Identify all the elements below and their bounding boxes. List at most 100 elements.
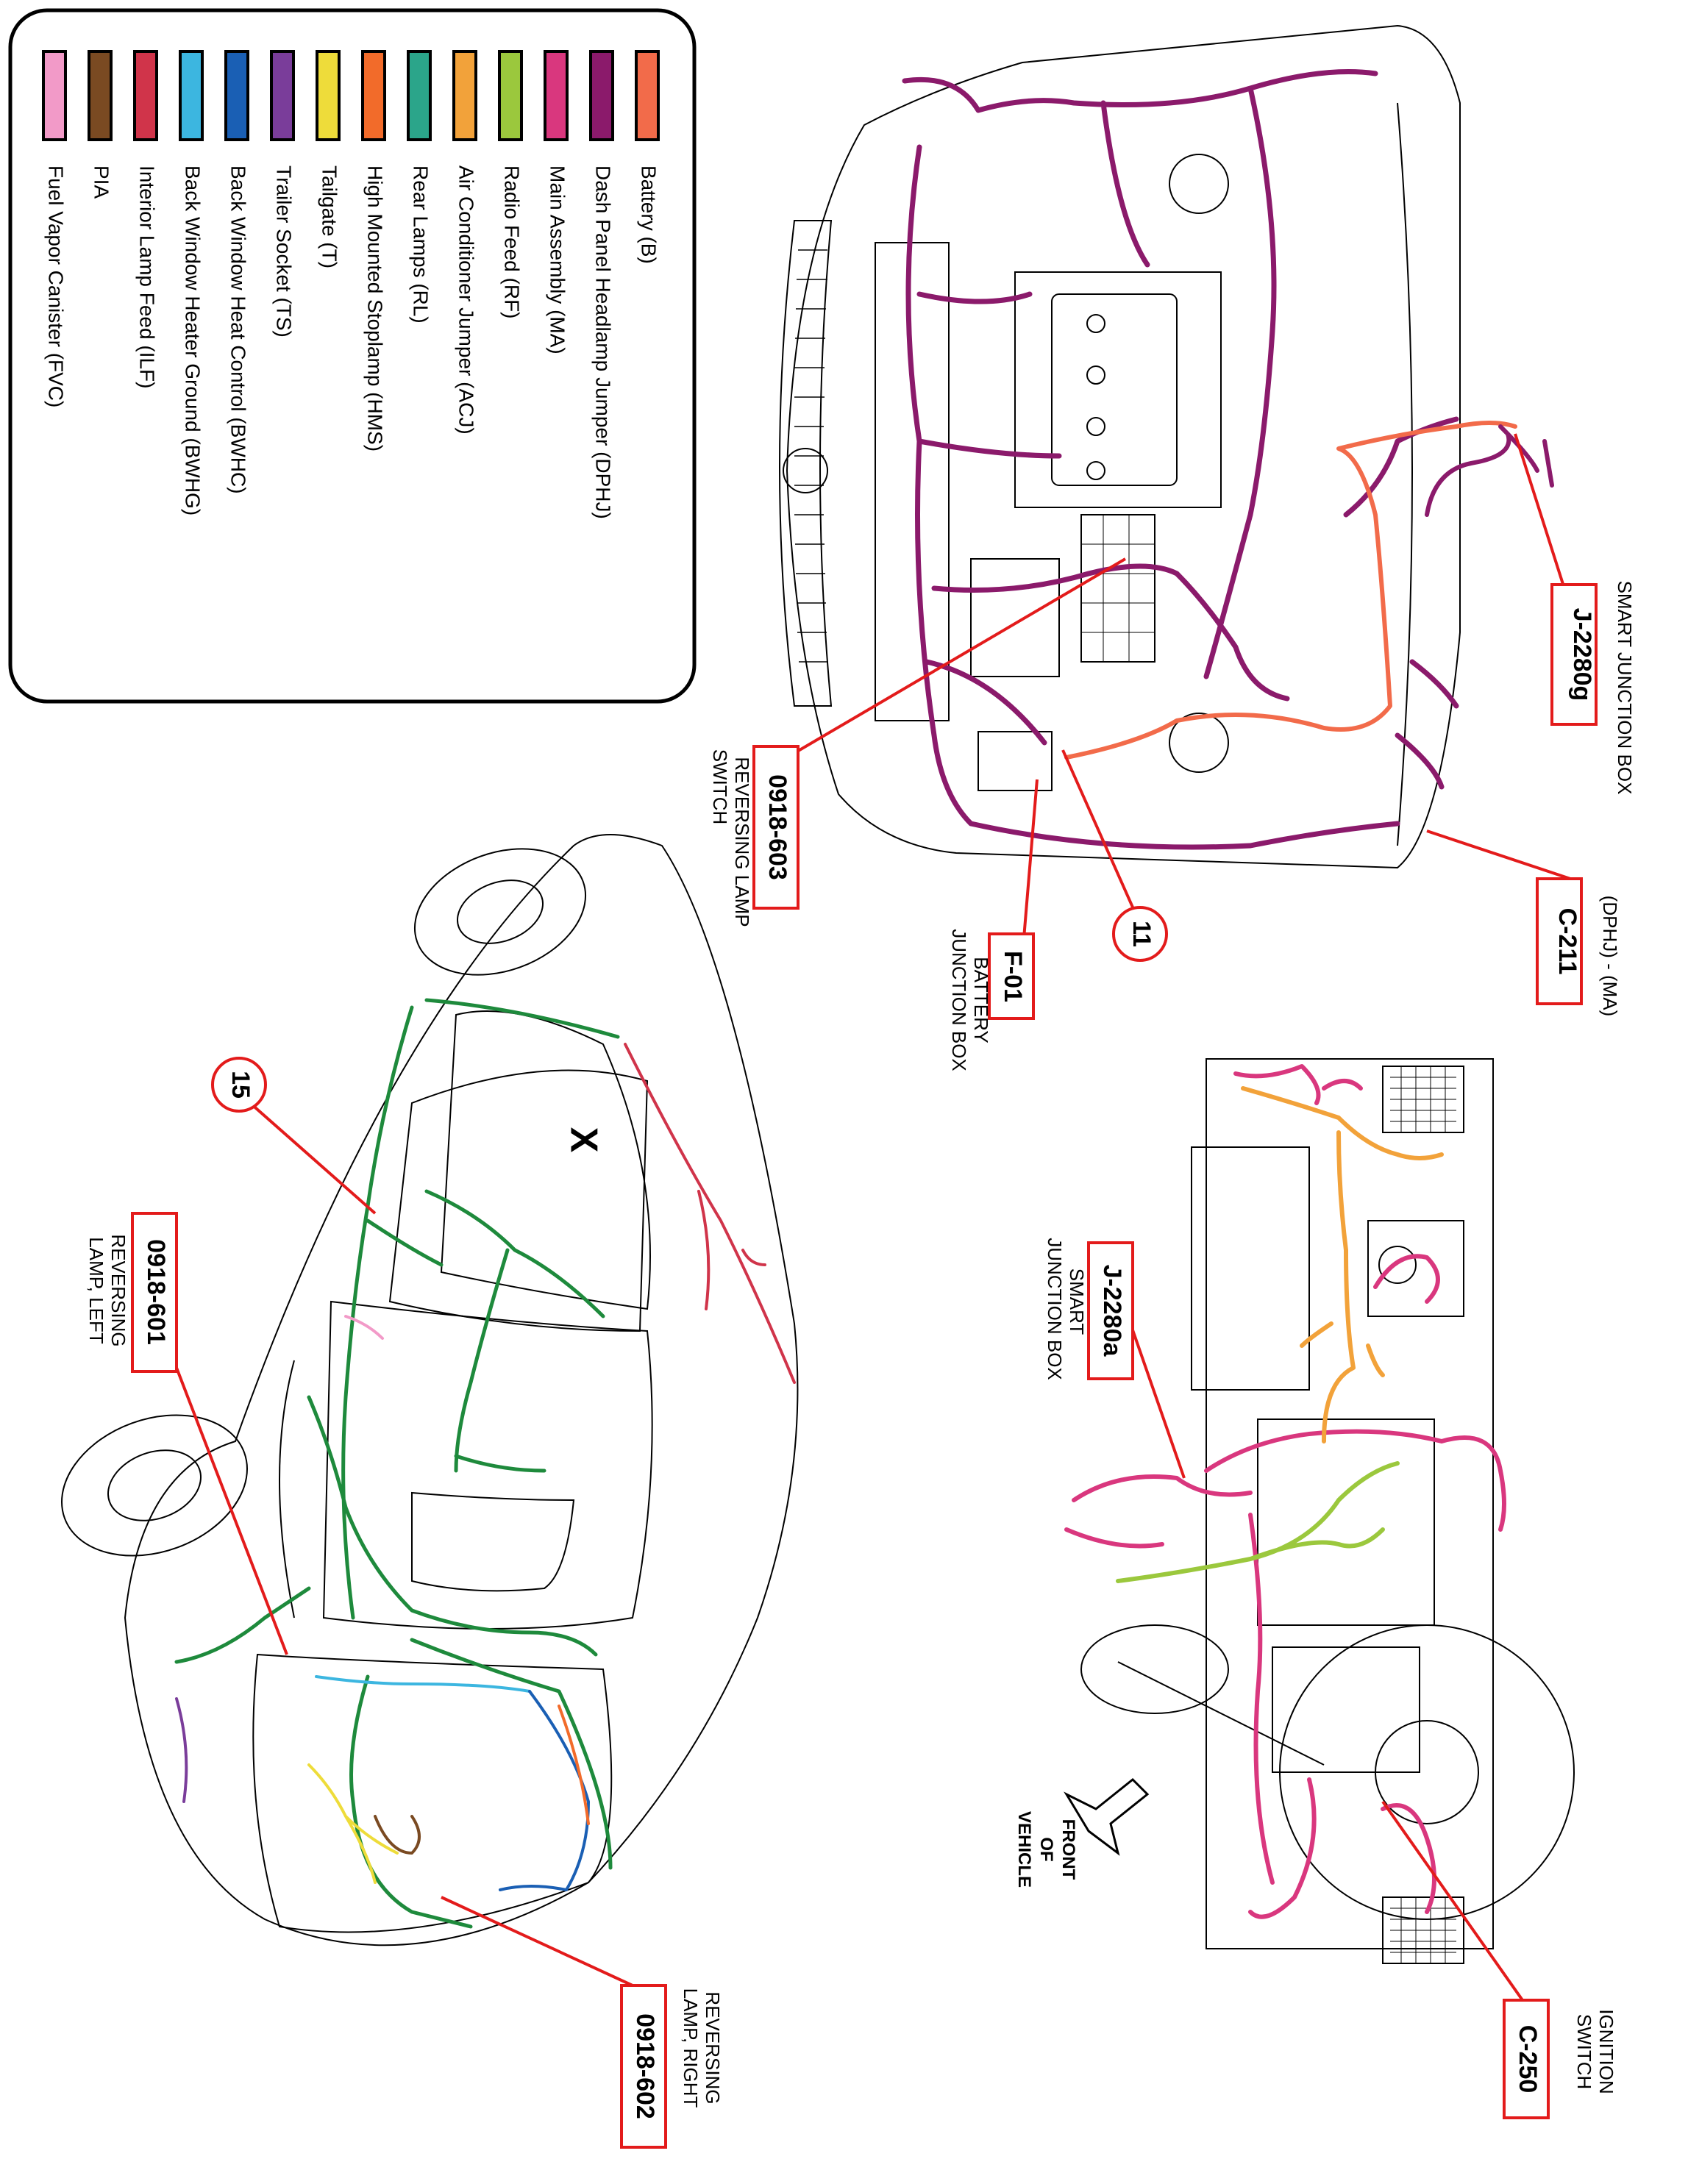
legend-items: Battery (B)Dash Panel Headlamp Jumper (D…: [42, 50, 660, 519]
legend-label: Interior Lamp Feed (ILF): [136, 165, 159, 388]
legend-label: Air Conditioner Jumper (ACJ): [455, 165, 478, 435]
truck-cab-view: [61, 834, 799, 1946]
legend-swatch: [316, 50, 341, 141]
truck-harness: [174, 998, 796, 1929]
dash-panel-outline: [1206, 1058, 1494, 1949]
callout-code: 0918-602: [631, 2013, 659, 2119]
leader-line: [1426, 829, 1582, 884]
legend-swatch: [452, 50, 477, 141]
callout-box: [1503, 1999, 1550, 2119]
harness-rear-lamps: [174, 998, 620, 1929]
battery-junction-box: [977, 731, 1053, 791]
harness-dphj-branch: [1425, 424, 1554, 517]
engine-cover: [1051, 293, 1178, 486]
callouts: J-2280g SMART JUNCTION BOX C-211 (DPHJ) …: [85, 433, 1636, 2149]
callout-j2280g: J-2280g SMART JUNCTION BOX: [1514, 433, 1636, 794]
harness-trailer: [175, 1697, 188, 1803]
legend-label: Tailgate (T): [318, 165, 341, 268]
callout-circle: [211, 1057, 267, 1113]
harness-hms: [558, 1705, 590, 1825]
callout-code: C-211: [1553, 908, 1581, 975]
harness-pia: [374, 1815, 421, 1855]
harness-ma: [1064, 1064, 1506, 1919]
leader-line: [1124, 1308, 1186, 1479]
harness-fvc: [344, 1315, 384, 1340]
legend-swatch: [361, 50, 386, 141]
callout-box: [131, 1212, 178, 1373]
engine-bay-outline: [786, 24, 1461, 869]
callout-desc: (DPHJ) - (MA): [1599, 896, 1621, 1017]
callout-desc-line2: LAMP, RIGHT: [680, 1988, 702, 2108]
engine-bay-harness: [902, 69, 1554, 850]
legend-swatch: [42, 50, 67, 141]
callout-box: [1550, 583, 1598, 726]
callout-box: [1087, 1241, 1134, 1380]
callout-0918-603: 0918-603 REVERSING LAMP SWITCH: [709, 557, 1127, 927]
legend-swatch: [88, 50, 113, 141]
engine-cap: [1086, 417, 1105, 436]
legend-label: Fuel Vapor Canister (FVC): [45, 165, 68, 407]
vent-upper: [1382, 1066, 1464, 1133]
legend-label: Radio Feed (RF): [501, 165, 524, 319]
radio-knob: [1378, 1246, 1417, 1284]
front-arrow-icon: [1064, 1777, 1150, 1856]
vent-grid-lower: [1390, 1897, 1456, 1963]
callout-desc-line2: LAMP, LEFT: [85, 1237, 107, 1344]
dash-harness: [1064, 1064, 1506, 1919]
callout-desc-line1: SMART: [1066, 1268, 1088, 1335]
callout-box: [988, 932, 1035, 1020]
leader-line: [249, 1102, 377, 1215]
grille-outline: [779, 220, 833, 707]
rear-window: [411, 1491, 575, 1592]
fuse-box: [1080, 514, 1155, 663]
fender-line: [1397, 102, 1413, 846]
badge-icon: [783, 448, 828, 493]
steering-column: [1117, 1661, 1325, 1766]
harness-rf: [1116, 1461, 1400, 1583]
legend-swatch: [179, 50, 204, 141]
callout-desc-line1: BATTERY: [970, 957, 992, 1043]
callout-code: J-2280g: [1568, 608, 1596, 702]
callout-desc-line1: REVERSING: [107, 1234, 129, 1346]
legend-swatch: [498, 50, 523, 141]
grille-slats: [794, 249, 828, 663]
harness-bwhc: [499, 1690, 590, 1891]
rear-wheel-inner: [107, 1449, 202, 1521]
dash-panel-view: [1080, 1058, 1575, 1964]
legend-label: Back Window Heat Control (BWHC): [227, 165, 250, 494]
harness-acj: [1241, 1086, 1444, 1443]
callout-code: F-01: [999, 951, 1027, 1002]
legend-frame: [8, 8, 697, 704]
vent-lower: [1382, 1896, 1464, 1964]
legend-swatch: [270, 50, 295, 141]
legend-swatch: [589, 50, 614, 141]
legend: Battery (B)Dash Panel Headlamp Jumper (D…: [8, 8, 697, 704]
bed-outline: [252, 1653, 613, 1933]
leader-line: [441, 1896, 633, 1987]
front-wheel: [413, 848, 587, 976]
callout-desc-line2: SWITCH: [1573, 2014, 1595, 2090]
front-label-line2: OF: [1036, 1837, 1056, 1861]
callout-0918-601: 0918-601 REVERSING LAMP, LEFT: [85, 1212, 288, 1655]
leader-line: [1514, 433, 1568, 596]
callout-c250: C-250 IGNITION SWITCH: [1381, 1800, 1617, 2119]
harness-battery: [1064, 421, 1517, 760]
callout-circle: [1112, 906, 1168, 962]
front-of-vehicle-indicator: FRONT OF VEHICLE: [1014, 1777, 1150, 1888]
callout-15: 15: [211, 1057, 377, 1215]
leader-line: [1381, 1800, 1524, 2002]
callout-desc-line2: SWITCH: [709, 749, 731, 825]
callout-code: 11: [1128, 921, 1155, 947]
callout-desc-line2: JUNCTION BOX: [1044, 1238, 1066, 1380]
leader-line: [1021, 779, 1039, 957]
callout-code: 15: [227, 1071, 254, 1099]
roof-outline: [388, 1069, 649, 1332]
callout-11: 11: [1061, 749, 1168, 962]
callout-c211: C-211 (DPHJ) - (MA): [1426, 829, 1621, 1017]
x-mark: X: [562, 1127, 605, 1153]
steering-hub: [1375, 1720, 1479, 1824]
callout-box: [1536, 877, 1583, 1005]
legend-label: Trailer Socket (TS): [273, 165, 296, 338]
cluster-housing: [1272, 1646, 1420, 1773]
